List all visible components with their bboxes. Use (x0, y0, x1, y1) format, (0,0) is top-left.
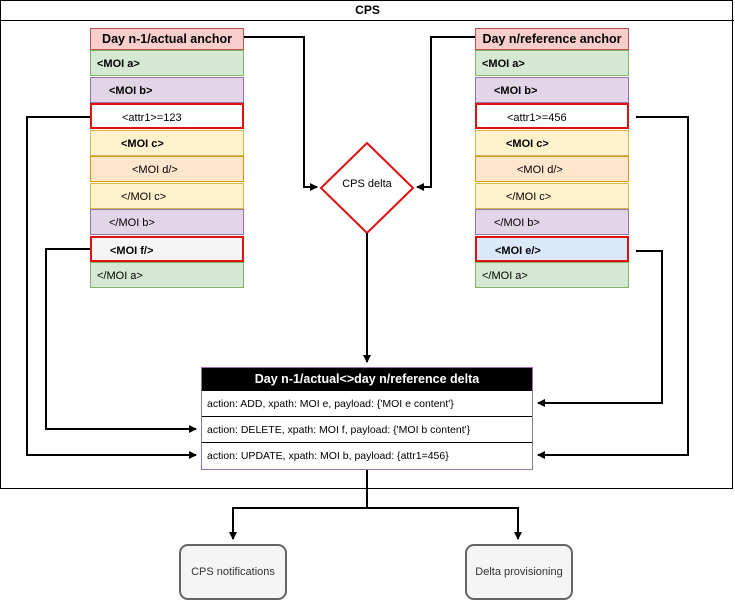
right-row: <attr1>=456 (475, 103, 629, 129)
delta-table-header: Day n-1/actual<>day n/reference delta (202, 368, 532, 390)
arrow-attr-right-to-update (537, 116, 689, 459)
delta-provisioning-box: Delta provisioning (465, 544, 573, 600)
cps-delta-label: CPS delta (342, 178, 392, 190)
right-row: </MOI a> (475, 262, 629, 288)
left-anchor-tree: Day n-1/actual anchor <MOI a><MOI b><att… (90, 28, 244, 296)
right-row: <MOI e/> (475, 235, 629, 262)
left-row: </MOI a> (90, 262, 244, 288)
arrow-to-provisioning (367, 507, 522, 540)
left-row: </MOI b> (90, 209, 244, 235)
delta-row-delete: action: DELETE, xpath: MOI f, payload: {… (202, 416, 532, 442)
right-row: <MOI a> (475, 50, 629, 76)
delta-row-add: action: ADD, xpath: MOI e, payload: {'MO… (202, 390, 532, 416)
arrow-right-anchor-to-delta (416, 36, 475, 191)
left-row: <attr1>=123 (90, 103, 244, 129)
arrow-to-notifications (229, 507, 367, 540)
left-row: <MOI b> (90, 76, 244, 103)
right-row: <MOI b> (475, 76, 629, 103)
left-row: <MOI f/> (90, 235, 244, 262)
right-row: <MOI c> (475, 129, 629, 156)
right-row: </MOI b> (475, 209, 629, 235)
left-row: <MOI c> (90, 129, 244, 156)
delta-row-update: action: UPDATE, xpath: MOI b, payload: {… (202, 442, 532, 468)
cps-frame-title: CPS (1, 1, 734, 21)
left-anchor-header: Day n-1/actual anchor (90, 28, 244, 50)
right-anchor-tree: Day n/reference anchor <MOI a><MOI b><at… (475, 28, 629, 296)
right-row: </MOI c> (475, 182, 629, 209)
delta-table: Day n-1/actual<>day n/reference delta ac… (201, 367, 533, 470)
right-row: <MOI d/> (475, 156, 629, 182)
cps-notifications-box: CPS notifications (179, 544, 287, 600)
left-row: <MOI a> (90, 50, 244, 76)
arrow-attr-left-to-update (26, 116, 197, 459)
arrow-left-anchor-to-delta (243, 36, 318, 191)
left-row: <MOI d/> (90, 156, 244, 182)
right-anchor-header: Day n/reference anchor (475, 28, 629, 50)
arrow-moi-e-to-add (537, 250, 663, 407)
arrow-moi-f-to-delete (45, 248, 197, 433)
left-row: </MOI c> (90, 182, 244, 209)
